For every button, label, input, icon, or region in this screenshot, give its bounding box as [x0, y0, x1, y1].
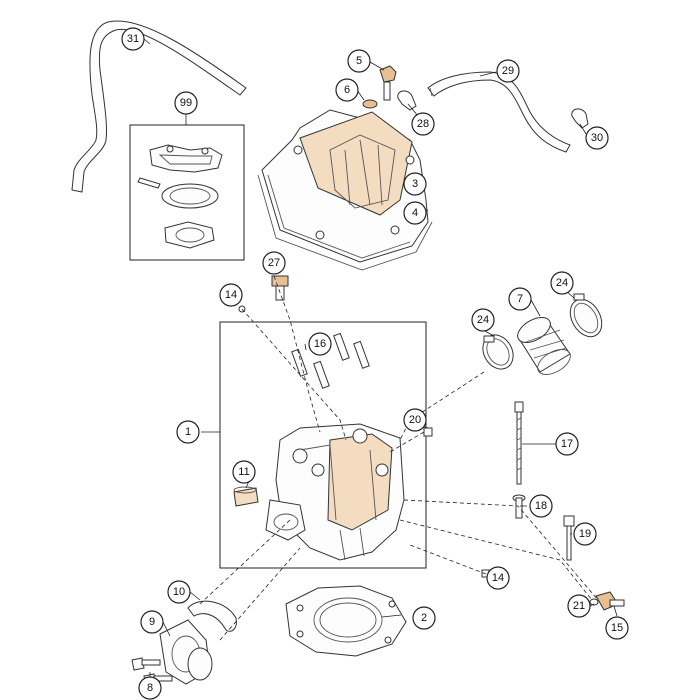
temp-sensor-15 [595, 591, 625, 611]
callout-16: 16 [308, 332, 332, 356]
callout-10: 10 [167, 580, 191, 604]
callout-label: 6 [344, 84, 350, 96]
callout-11: 11 [232, 460, 256, 484]
callout-28: 28 [411, 112, 435, 136]
callout-4: 4 [403, 201, 427, 225]
callout-label: 11 [238, 466, 249, 478]
callout-6: 6 [335, 78, 359, 102]
gasket-10 [187, 600, 237, 632]
washer-18 [512, 494, 526, 519]
callout-18: 18 [529, 494, 553, 518]
cylinder-head-1 [265, 423, 405, 561]
stud-17 [514, 401, 524, 485]
breather-hose-31 [71, 20, 247, 193]
callout-label: 30 [591, 132, 603, 144]
callout-label: 19 [579, 528, 591, 540]
callout-9: 9 [140, 610, 164, 634]
bolt-5 [379, 65, 397, 101]
clamp-30 [571, 108, 589, 129]
callout-5: 5 [347, 49, 371, 73]
callout-19: 19 [573, 522, 597, 546]
plug-11 [233, 486, 259, 507]
callout-27: 27 [262, 251, 286, 275]
callout-24-lower: 24 [471, 308, 495, 332]
callout-label: 20 [409, 414, 421, 426]
exhaust-flange-9 [159, 619, 213, 685]
callout-99: 99 [174, 91, 198, 115]
callout-label: 8 [147, 682, 153, 694]
callout-label: 27 [268, 257, 280, 269]
callout-label: 21 [573, 600, 585, 612]
screw-19 [563, 515, 575, 561]
gasket-set-box [129, 124, 245, 261]
valve-guides-16 [291, 332, 370, 389]
callout-30: 30 [585, 126, 609, 150]
callout-24-upper: 24 [550, 271, 574, 295]
callout-label: 29 [502, 65, 514, 77]
callout-label: 15 [611, 622, 623, 634]
callout-label: 18 [535, 500, 547, 512]
callout-label: 9 [149, 616, 155, 628]
clamp-24-lower [482, 334, 514, 370]
callout-label: 4 [412, 207, 418, 219]
hose-29 [427, 71, 571, 153]
callout-label: 5 [356, 55, 362, 67]
callout-3: 3 [403, 172, 427, 196]
callout-15: 15 [605, 616, 629, 640]
callout-2: 2 [412, 606, 436, 630]
callout-label: 7 [517, 293, 523, 305]
callout-31: 31 [121, 27, 145, 51]
valve-cover-3 [261, 109, 429, 263]
washer-6 [362, 99, 378, 109]
gasket-set-99 [129, 124, 245, 261]
callout-label: 1 [185, 426, 191, 438]
washer-21 [589, 598, 599, 606]
callout-label: 28 [417, 118, 429, 130]
callout-label: 24 [477, 314, 489, 326]
intake-boot-7 [517, 317, 571, 375]
sensor-27 [271, 275, 289, 301]
callout-8: 8 [138, 676, 162, 700]
callout-7: 7 [508, 287, 532, 311]
bolt-20 [423, 427, 433, 437]
callout-1: 1 [176, 420, 200, 444]
callout-label: 24 [556, 277, 568, 289]
callout-label: 2 [421, 612, 427, 624]
callout-20: 20 [403, 408, 427, 432]
head-gasket-2 [285, 585, 407, 657]
clamp-28 [397, 90, 417, 111]
callout-label: 10 [173, 586, 185, 598]
callout-14-top: 14 [219, 283, 243, 307]
callout-17: 17 [555, 432, 579, 456]
callout-21: 21 [567, 594, 591, 618]
callout-14-bottom: 14 [486, 566, 510, 590]
callout-label: 16 [314, 338, 326, 350]
callout-label: 17 [561, 438, 573, 450]
callout-29: 29 [496, 59, 520, 83]
clamp-24-upper [569, 293, 603, 338]
callout-label: 31 [127, 33, 139, 45]
callout-label: 14 [492, 572, 504, 584]
valve-cover-gasket-4 [257, 174, 433, 271]
callout-label: 14 [225, 289, 237, 301]
callout-label: 3 [412, 178, 418, 190]
cylinder-head-box [219, 321, 427, 569]
callout-label: 99 [180, 97, 192, 109]
